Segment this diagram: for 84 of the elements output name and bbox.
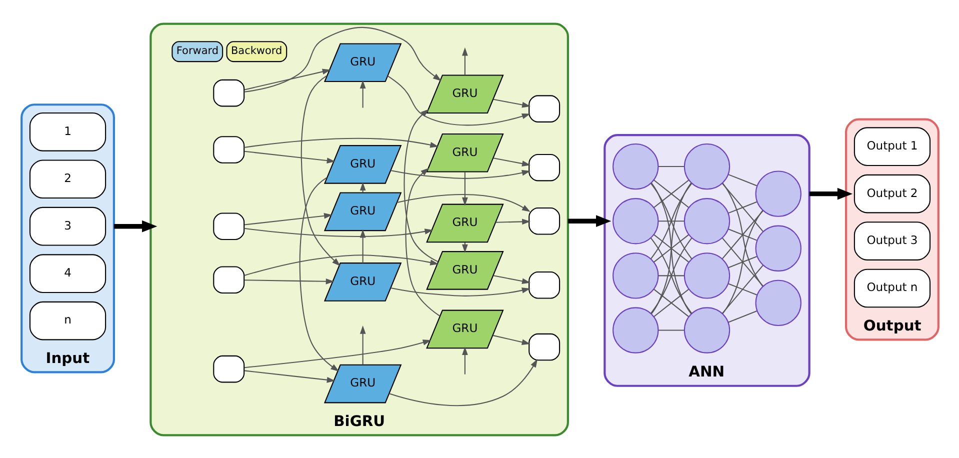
arrow <box>404 167 440 316</box>
arrow <box>300 74 340 266</box>
node-box <box>212 266 244 294</box>
arrow <box>390 169 530 178</box>
node-circle <box>683 198 730 244</box>
node-box: Output n <box>853 268 930 308</box>
arrow <box>244 26 441 92</box>
node-box <box>528 332 560 360</box>
node-circle <box>612 306 658 353</box>
arrow <box>359 80 366 108</box>
arrow <box>298 176 339 372</box>
arrow <box>244 370 335 382</box>
node-box: 3 <box>28 206 106 246</box>
node-box <box>212 136 244 163</box>
node-circle <box>683 142 730 190</box>
node-box <box>528 206 560 234</box>
node-box: Output 3 <box>853 221 930 260</box>
connector <box>728 200 756 214</box>
arrow <box>244 254 438 276</box>
connector <box>728 174 756 186</box>
connector <box>722 237 763 286</box>
arrow <box>388 358 538 406</box>
legend-label: Forward <box>176 44 218 57</box>
arrow <box>244 212 332 225</box>
arrow <box>492 274 530 284</box>
connector <box>728 282 756 295</box>
arrow <box>390 286 530 296</box>
arrow <box>244 137 438 148</box>
arrow <box>244 278 334 284</box>
node-box <box>528 153 560 181</box>
connector <box>728 228 756 240</box>
cluster: ANN <box>603 134 810 386</box>
arrow <box>386 75 530 126</box>
node-box: 4 <box>28 254 106 292</box>
arrow <box>244 150 335 163</box>
node-box <box>212 354 244 382</box>
node-box <box>528 94 560 122</box>
arrow <box>808 187 852 200</box>
node-box <box>212 212 244 240</box>
connector <box>722 182 763 286</box>
arrow <box>462 172 468 206</box>
node-circle <box>612 252 658 298</box>
legend-label: Backword <box>230 44 282 57</box>
connector <box>650 182 692 259</box>
connector <box>658 329 684 330</box>
connector <box>722 264 763 314</box>
arrow <box>567 214 611 227</box>
node-box: n <box>28 300 106 340</box>
node-box: Output 1 <box>853 126 930 166</box>
node-circle <box>612 198 658 244</box>
node-box <box>528 270 560 298</box>
connector <box>658 166 684 167</box>
node-circle <box>754 224 801 271</box>
connector <box>658 220 684 222</box>
arrow <box>359 228 366 263</box>
node-box <box>212 78 244 106</box>
arrow <box>244 339 431 368</box>
arrow <box>396 193 530 212</box>
node-box: 2 <box>28 159 106 198</box>
arrow <box>244 68 330 90</box>
connector <box>722 182 763 232</box>
node-box: 1 <box>28 112 106 151</box>
connector <box>722 210 763 259</box>
connector <box>722 210 763 314</box>
node-circle <box>612 142 658 190</box>
node-box: Output 2 <box>853 174 930 213</box>
node-circle <box>683 252 730 298</box>
arrow <box>403 108 438 262</box>
node-circle <box>754 170 801 216</box>
arrow <box>462 346 468 374</box>
arrow <box>492 98 530 108</box>
arrow <box>113 220 157 232</box>
arrow <box>492 157 530 166</box>
connector <box>650 237 692 314</box>
arrow <box>462 46 468 75</box>
arrow <box>495 218 530 224</box>
arrow <box>492 334 530 345</box>
node-circle <box>683 306 730 353</box>
node-circle <box>754 279 801 326</box>
connector <box>728 255 756 268</box>
connector <box>728 310 756 322</box>
connector <box>658 274 684 276</box>
arrow <box>244 227 433 237</box>
arrow <box>359 325 366 364</box>
